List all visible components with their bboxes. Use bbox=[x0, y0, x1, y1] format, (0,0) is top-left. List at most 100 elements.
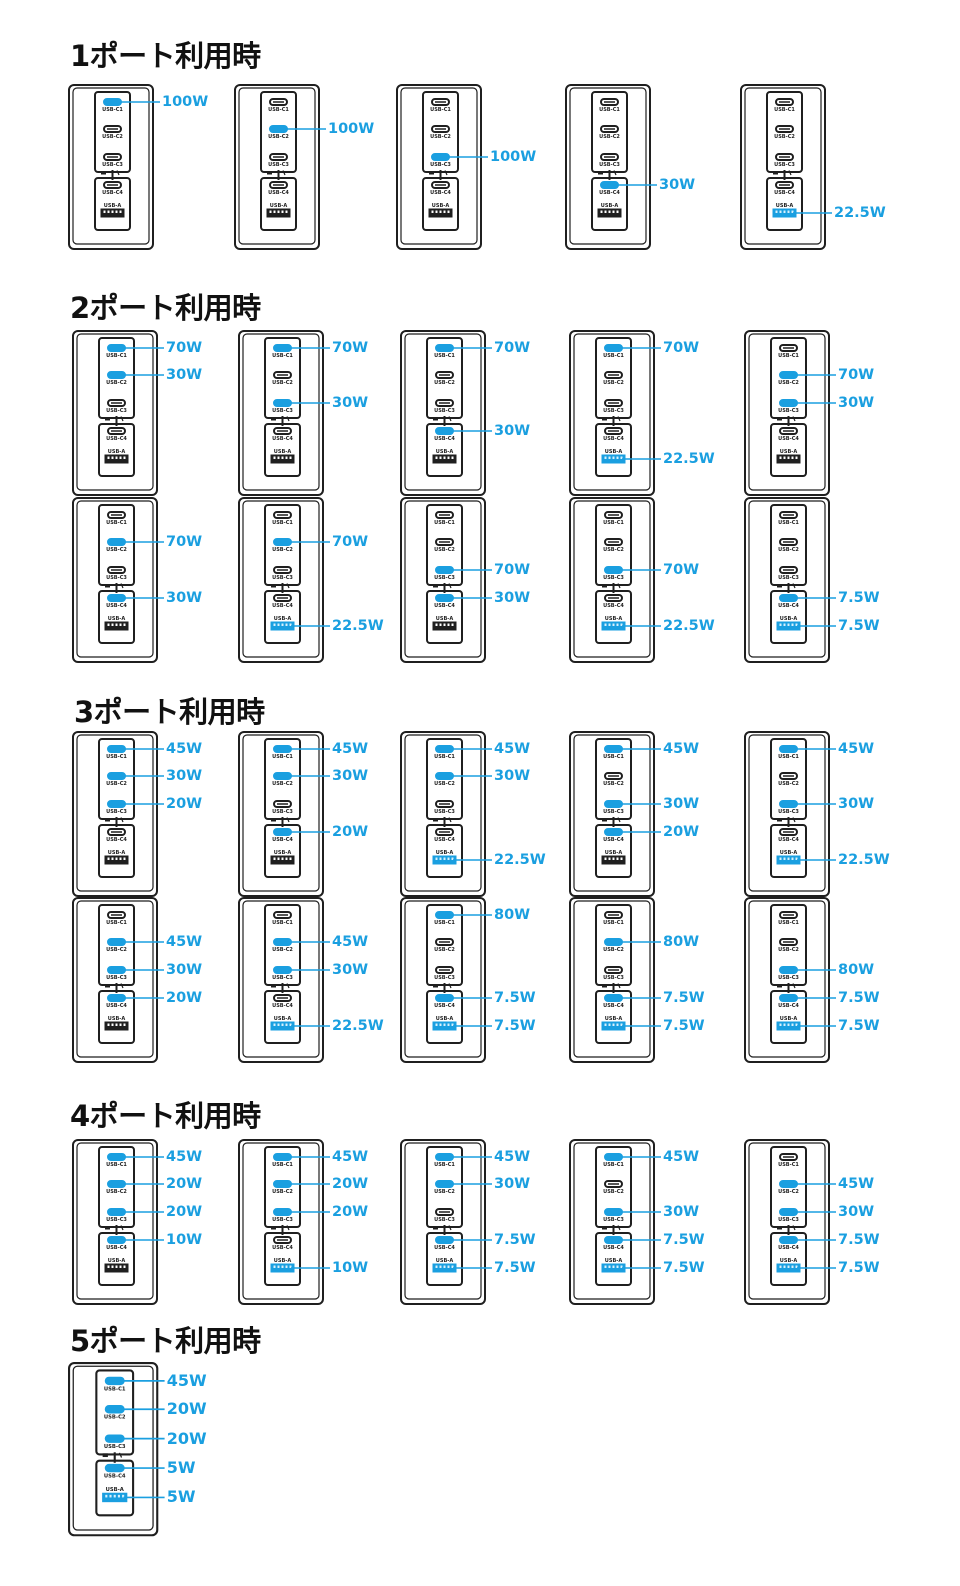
port-label: USB-A bbox=[104, 203, 122, 209]
port-label: USB-A bbox=[436, 1258, 454, 1264]
watt-label-usb-a: 22.5W bbox=[834, 205, 886, 221]
watt-label-usb-c2: 70W bbox=[166, 534, 203, 550]
port-label: USB-A bbox=[270, 203, 288, 209]
port-label: USB-A bbox=[605, 616, 623, 622]
section-title: 2ポート利用時 bbox=[70, 291, 261, 325]
port-usb-c2: USB-C2 bbox=[603, 1180, 624, 1195]
port-usb-c4: USB-C4 bbox=[272, 1236, 293, 1251]
port-label: USB-A bbox=[605, 449, 623, 455]
port-label: USB-C3 bbox=[603, 975, 624, 981]
port-label: USB-C1 bbox=[778, 1162, 799, 1168]
port-label: USB-C4 bbox=[106, 1003, 127, 1009]
port-usb-a: USB-A bbox=[597, 203, 622, 218]
watt-label-usb-c4: 30W bbox=[659, 177, 696, 193]
port-label: USB-C1 bbox=[778, 920, 799, 926]
port-label: USB-A bbox=[436, 850, 454, 856]
watt-label-usb-a: 7.5W bbox=[838, 1018, 880, 1034]
port-label: USB-C2 bbox=[778, 1189, 799, 1195]
port-label: USB-C4 bbox=[104, 1474, 126, 1480]
watt-label-usb-a: 7.5W bbox=[838, 1260, 880, 1276]
port-usb-a: USB-A bbox=[270, 1016, 295, 1031]
port-label: USB-C2 bbox=[603, 380, 624, 386]
port-label: USB-C1 bbox=[434, 353, 455, 359]
port-label: USB-C2 bbox=[104, 1415, 126, 1421]
port-label: USB-C1 bbox=[106, 520, 127, 526]
port-label: USB-C3 bbox=[603, 408, 624, 414]
watt-label-usb-c3: 30W bbox=[166, 962, 203, 978]
port-label: USB-C2 bbox=[430, 134, 451, 140]
watt-label-usb-a: 7.5W bbox=[838, 618, 880, 634]
port-label: USB-C4 bbox=[272, 1003, 293, 1009]
port-usb-c2: USB-C2 bbox=[430, 125, 451, 140]
port-label: USB-C4 bbox=[106, 1245, 127, 1251]
port-usb-c4: USB-C4 bbox=[272, 594, 293, 609]
port-usb-a: USB-A bbox=[776, 1016, 801, 1031]
watt-label-usb-c3: 80W bbox=[838, 962, 875, 978]
port-label: USB-C2 bbox=[272, 380, 293, 386]
port-usb-c3: USB-C3 bbox=[434, 399, 455, 414]
port-label: USB-C4 bbox=[434, 837, 455, 843]
port-label: USB-C1 bbox=[603, 754, 624, 760]
port-usb-c3: USB-C3 bbox=[272, 800, 293, 815]
port-label: USB-A bbox=[274, 449, 292, 455]
port-label: USB-C1 bbox=[102, 107, 123, 113]
port-label: USB-C3 bbox=[774, 162, 795, 168]
port-label: USB-C3 bbox=[272, 975, 293, 981]
port-label: USB-C1 bbox=[603, 1162, 624, 1168]
port-usb-c4: USB-C4 bbox=[272, 427, 293, 442]
watt-label-usb-c4: 5W bbox=[166, 1458, 196, 1478]
port-label: USB-C2 bbox=[778, 380, 799, 386]
port-label: USB-C1 bbox=[434, 920, 455, 926]
port-label: USB-C1 bbox=[272, 754, 293, 760]
port-label: USB-C3 bbox=[603, 575, 624, 581]
watt-label-usb-c3: 30W bbox=[838, 796, 875, 812]
port-usb-c3: USB-C3 bbox=[434, 1208, 455, 1223]
watt-label-usb-c1: 45W bbox=[663, 741, 700, 757]
port-label: USB-C2 bbox=[599, 134, 620, 140]
port-usb-c4: USB-C4 bbox=[106, 1236, 127, 1251]
section-title: 1ポート利用時 bbox=[70, 39, 261, 73]
watt-label-usb-c1: 45W bbox=[332, 741, 369, 757]
port-usb-c1: USB-C1 bbox=[774, 98, 795, 113]
port-usb-c2: USB-C2 bbox=[603, 371, 624, 386]
watt-label-usb-c1: 80W bbox=[494, 907, 531, 923]
watt-label-usb-c3: 70W bbox=[663, 562, 700, 578]
port-usb-c1: USB-C1 bbox=[106, 911, 127, 926]
port-label: USB-C3 bbox=[778, 1217, 799, 1223]
port-label: USB-C4 bbox=[603, 1003, 624, 1009]
watt-label-usb-c3: 30W bbox=[838, 395, 875, 411]
port-label: USB-A bbox=[108, 616, 126, 622]
port-label: USB-C3 bbox=[106, 975, 127, 981]
watt-label-usb-c4: 7.5W bbox=[494, 990, 536, 1006]
watt-label-usb-c1: 45W bbox=[663, 1149, 700, 1165]
port-usb-a: USB-A bbox=[432, 1258, 457, 1273]
port-label: USB-C2 bbox=[272, 1189, 293, 1195]
port-label: USB-A bbox=[274, 1258, 292, 1264]
port-label: USB-C3 bbox=[106, 809, 127, 815]
watt-label-usb-a: 22.5W bbox=[332, 1018, 384, 1034]
port-label: USB-C3 bbox=[104, 1444, 126, 1450]
port-usb-c3: USB-C3 bbox=[272, 966, 293, 981]
port-usb-c4: USB-C4 bbox=[778, 427, 799, 442]
port-label: USB-A bbox=[274, 850, 292, 856]
port-label: USB-C4 bbox=[603, 436, 624, 442]
port-label: USB-C4 bbox=[778, 1003, 799, 1009]
watt-label-usb-c2: 70W bbox=[332, 534, 369, 550]
